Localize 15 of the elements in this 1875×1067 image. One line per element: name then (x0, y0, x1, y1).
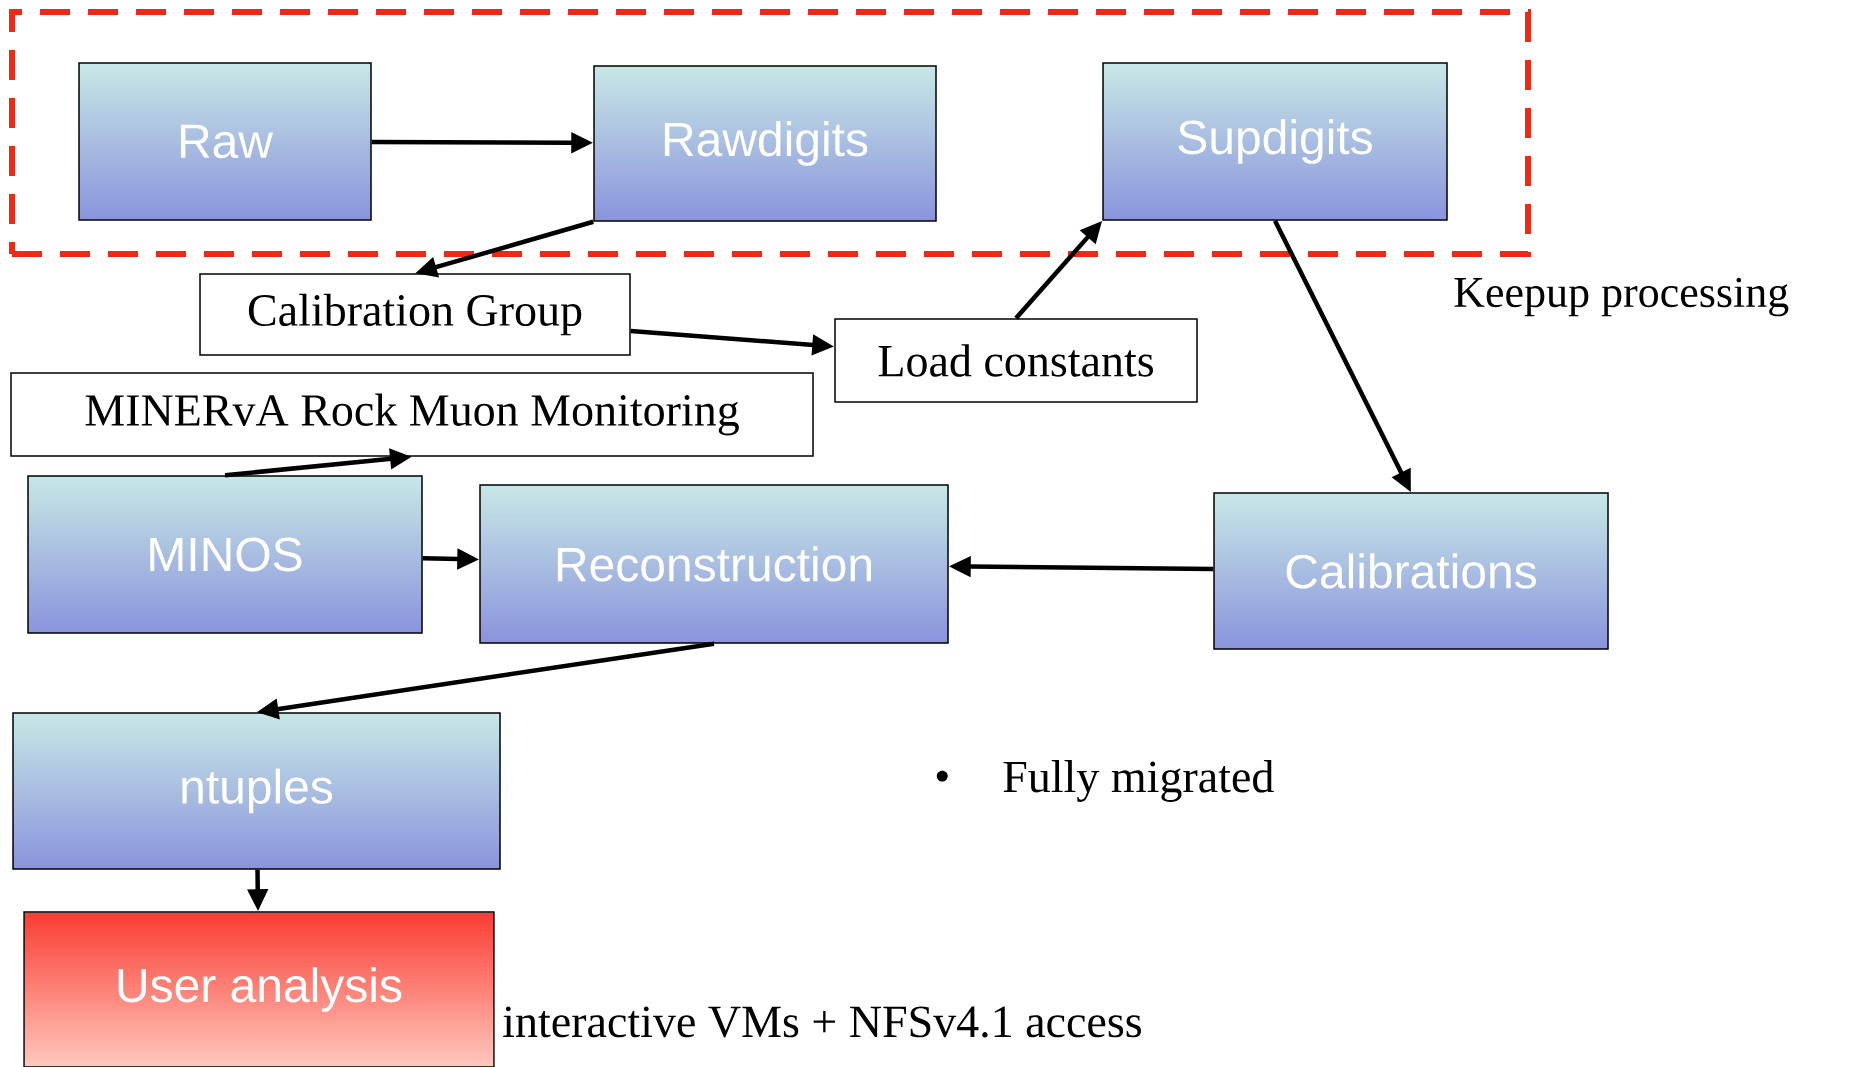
process-box: ntuples (12, 712, 501, 870)
process-box: Rawdigits (593, 65, 937, 222)
note-text: interactive VMs + NFSv4.1 access (503, 1006, 1141, 1038)
process-box: MINOS (27, 475, 423, 634)
process-box: Supdigits (1102, 62, 1448, 221)
process-box: User analysis (23, 911, 495, 1067)
bullet: • (936, 770, 948, 782)
process-box: Calibrations (1213, 492, 1609, 650)
process-box: Raw (78, 62, 372, 221)
text-box: Load constants (834, 318, 1198, 403)
text-box: Calibration Group (199, 273, 631, 356)
process-box: Reconstruction (479, 484, 949, 644)
bullet-item: Fully migrated (1003, 760, 1274, 802)
node-label: Keepup processing (1454, 277, 1789, 317)
text-box: MINERvA Rock Muon Monitoring (10, 372, 814, 457)
